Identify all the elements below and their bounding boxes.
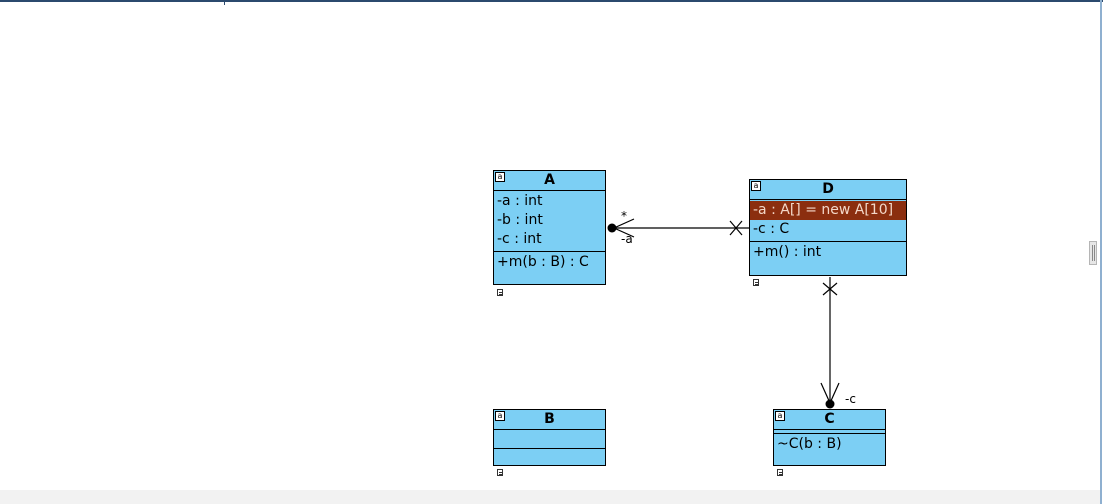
note-document-icon[interactable] — [753, 279, 759, 286]
class-a[interactable]: a A -a : int -b : int -c : int +m(b : B)… — [493, 170, 606, 285]
attributes-compartment: -a : int -b : int -c : int — [494, 191, 605, 252]
note-document-icon[interactable] — [497, 469, 503, 476]
class-header: a D — [750, 180, 906, 200]
splitter-handle-icon[interactable] — [1089, 241, 1097, 265]
abstract-marker-icon: a — [775, 411, 785, 421]
attribute[interactable]: -a : int — [497, 193, 543, 209]
operations-compartment: +m() : int — [750, 242, 906, 264]
association-d-a[interactable] — [607, 218, 751, 238]
attribute-selected[interactable]: -a : A[] = new A[10] — [750, 201, 906, 220]
abstract-marker-icon: a — [495, 411, 505, 421]
role-label-a: -a — [621, 232, 633, 246]
association-d-c[interactable] — [820, 277, 840, 409]
class-header: a A — [494, 171, 605, 191]
note-document-icon[interactable] — [497, 289, 503, 296]
operations-compartment — [494, 449, 605, 466]
operation[interactable]: +m(b : B) : C — [497, 254, 589, 270]
class-d[interactable]: a D -a : A[] = new A[10] -c : C +m() : i… — [749, 179, 907, 276]
note-document-icon[interactable] — [777, 469, 783, 476]
class-name: B — [544, 411, 555, 427]
abstract-marker-icon: a — [495, 172, 505, 182]
status-strip — [0, 490, 1100, 504]
class-header: a C — [774, 410, 885, 430]
attributes-compartment — [494, 430, 605, 449]
navigable-arrow-icon — [820, 382, 840, 405]
class-c[interactable]: a C ~C(b : B) — [773, 409, 886, 466]
attribute[interactable]: -c : int — [497, 231, 542, 247]
window-top-border — [0, 0, 1103, 2]
attribute[interactable]: -b : int — [497, 212, 543, 228]
tab-divider — [224, 0, 225, 5]
attributes-compartment — [774, 430, 885, 434]
window-right-border — [1100, 0, 1102, 504]
operation[interactable]: +m() : int — [753, 244, 822, 260]
attribute[interactable]: -c : C — [753, 221, 790, 237]
class-name: A — [544, 172, 555, 188]
class-header: a B — [494, 410, 605, 430]
abstract-marker-icon: a — [751, 181, 761, 191]
role-label-c: -c — [845, 392, 856, 406]
operations-compartment: +m(b : B) : C — [494, 252, 605, 274]
navigable-arrow-icon — [612, 218, 635, 238]
class-b[interactable]: a B — [493, 409, 606, 466]
class-name: C — [824, 411, 835, 427]
operations-compartment: ~C(b : B) — [774, 434, 885, 456]
association-end-dot — [607, 223, 617, 233]
multiplicity-label-a: * — [621, 209, 627, 223]
operation[interactable]: ~C(b : B) — [777, 436, 842, 452]
class-name: D — [822, 181, 834, 197]
attributes-compartment: -a : A[] = new A[10] -c : C — [750, 200, 906, 242]
